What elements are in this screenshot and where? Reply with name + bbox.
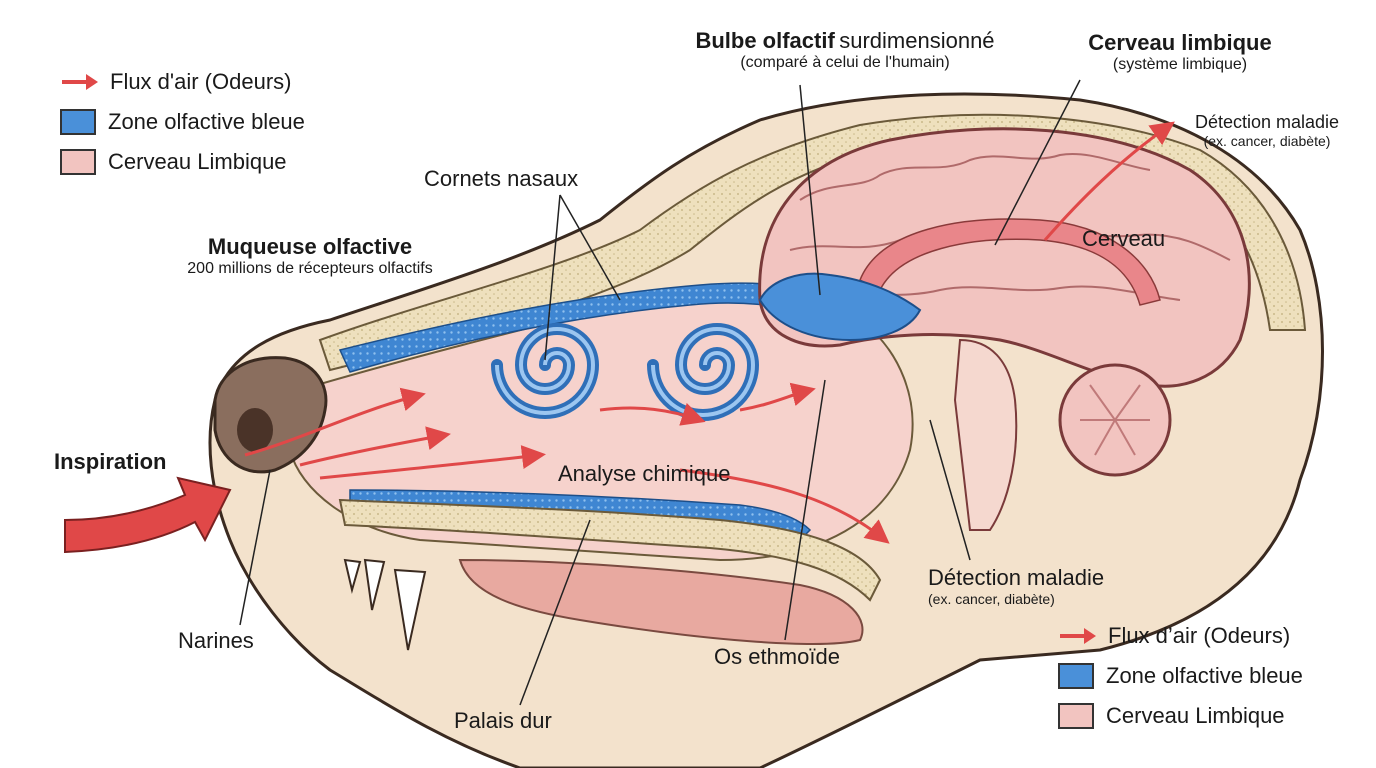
teeth (343, 558, 427, 651)
label-olfactory-bulb: Bulbe olfactif surdimensionné (comparé à… (640, 28, 1050, 72)
label-limbic-brain-sub: (système limbique) (1112, 56, 1248, 73)
label-detection-bottom: Détection maladie (ex. cancer, diabète) (928, 565, 1104, 607)
pink-swatch-icon (1058, 703, 1094, 729)
label-limbic-brain-title: Cerveau limbique (1088, 30, 1272, 55)
cerebellum-arbor (1080, 384, 1150, 456)
label-nostrils: Narines (178, 628, 254, 653)
turbinates-inner (495, 327, 756, 417)
legend-top-limbic-label: Cerveau Limbique (108, 149, 287, 174)
label-detection-top-title: Détection maladie (1194, 112, 1340, 132)
label-brain: Cerveau (1082, 226, 1166, 251)
label-hard-palate: Palais dur (454, 708, 552, 733)
label-chemical-analysis: Analyse chimique (558, 461, 731, 486)
nostril (237, 408, 273, 452)
legend-bottom: Flux d’air (Odeurs) Zone olfactive bleue… (1058, 616, 1303, 736)
legend-bottom-limbic: Cerveau Limbique (1058, 696, 1303, 736)
legend-top: Flux d'air (Odeurs) Zone olfactive bleue… (60, 62, 305, 182)
legend-bottom-olfactory-label: Zone olfactive bleue (1106, 663, 1303, 688)
label-olfactory-bulb-sub: (comparé à celui de l'humain) (740, 54, 950, 71)
blue-swatch-icon (60, 109, 96, 135)
label-detection-top-sub: (ex. cancer, diabète) (1203, 133, 1331, 149)
blue-swatch-icon (1058, 663, 1094, 689)
label-detection-bottom-sub: (ex. cancer, diabète) (928, 591, 1055, 607)
hard-palate-bone (338, 498, 882, 602)
red-arrow-icon (1060, 628, 1096, 644)
legend-bottom-limbic-label: Cerveau Limbique (1106, 703, 1285, 728)
label-olfactory-mucosa-sub: 200 millions de récepteurs olfactifs (187, 260, 433, 277)
air-flow-arrows (244, 121, 1175, 544)
tongue (458, 558, 864, 645)
label-detection-top: Détection maladie (ex. cancer, diabète) (1172, 112, 1362, 149)
label-detection-bottom-title: Détection maladie (928, 565, 1105, 590)
legend-top-limbic: Cerveau Limbique (60, 142, 305, 182)
brainstem (953, 338, 1018, 531)
label-olfactory-mucosa-title: Muqueuse olfactive (207, 234, 413, 259)
label-inspiration: Inspiration (54, 449, 167, 474)
legend-bottom-air-flow: Flux d’air (Odeurs) (1058, 616, 1303, 656)
label-olfactory-mucosa: Muqueuse olfactive 200 millions de récep… (140, 234, 480, 278)
legend-top-air-flow: Flux d'air (Odeurs) (60, 62, 305, 102)
pink-swatch-icon (60, 149, 96, 175)
olfactory-bulb (758, 272, 922, 342)
legend-top-air-flow-label: Flux d'air (Odeurs) (110, 69, 292, 94)
label-olfactory-bulb-rest: surdimensionné (839, 28, 995, 53)
label-ethmoid-bone: Os ethmoïde (714, 644, 840, 669)
legend-top-olfactory-label: Zone olfactive bleue (108, 109, 305, 134)
inspiration-arrow (64, 476, 232, 554)
label-limbic-brain: Cerveau limbique (système limbique) (1060, 30, 1300, 74)
limbic-arc (859, 218, 1161, 306)
leader-lines (239, 79, 1081, 706)
legend-top-olfactory-zone: Zone olfactive bleue (60, 102, 305, 142)
legend-bottom-air-flow-label: Flux d’air (Odeurs) (1108, 623, 1291, 648)
legend-bottom-olfactory-zone: Zone olfactive bleue (1058, 656, 1303, 696)
label-turbinates: Cornets nasaux (424, 166, 579, 191)
red-arrow-icon (62, 74, 98, 90)
label-olfactory-bulb-title: Bulbe olfactif (695, 28, 835, 53)
